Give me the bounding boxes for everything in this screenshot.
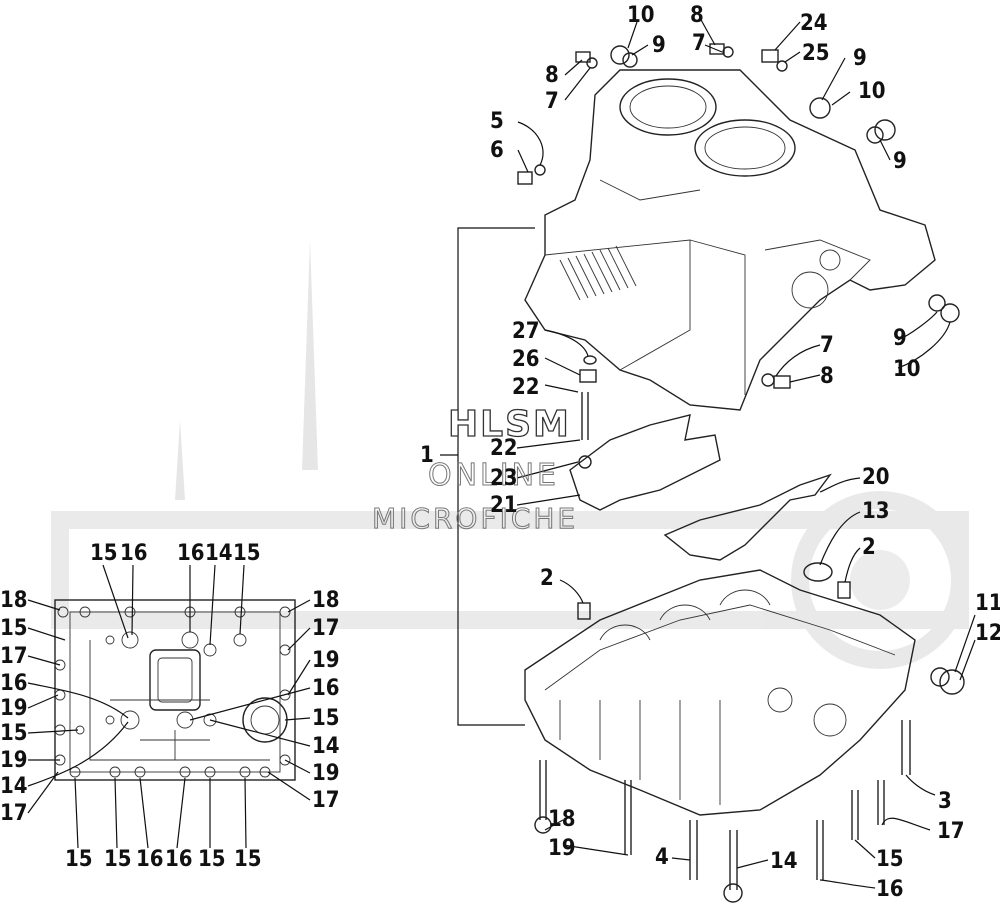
callout-18: 18 <box>548 807 576 832</box>
callout-18: 18 <box>0 588 28 613</box>
callout-15: 15 <box>198 847 226 872</box>
callout-15: 15 <box>90 541 118 566</box>
callout-15: 15 <box>104 847 132 872</box>
callout-8: 8 <box>690 3 704 28</box>
callout-23: 23 <box>490 466 518 491</box>
callout-1: 1 <box>420 443 434 468</box>
callout-19: 19 <box>548 836 576 861</box>
callout-24: 24 <box>800 11 828 36</box>
callout-18: 18 <box>312 588 340 613</box>
callout-8: 8 <box>545 63 559 88</box>
callout-5: 5 <box>490 109 504 134</box>
callout-12: 12 <box>975 621 1000 646</box>
callout-15: 15 <box>0 616 28 641</box>
upper-crankcase <box>524 69 936 411</box>
callout-16: 16 <box>876 877 904 902</box>
callout-4: 4 <box>655 845 669 870</box>
callout-9: 9 <box>652 33 666 58</box>
callout-19: 19 <box>0 696 28 721</box>
callout-19: 19 <box>312 761 340 786</box>
callout-27: 27 <box>512 319 540 344</box>
callout-16: 16 <box>165 847 193 872</box>
callout-2: 2 <box>540 566 554 591</box>
callout-22: 22 <box>490 436 518 461</box>
callout-7: 7 <box>692 31 706 56</box>
watermark: HLSM ONLINE MICROFICHE <box>372 403 578 535</box>
callout-13: 13 <box>862 499 890 524</box>
leader-lines <box>440 17 976 889</box>
callout-11: 11 <box>975 591 1000 616</box>
callout-14: 14 <box>0 774 28 799</box>
watermark-line1: HLSM <box>448 404 571 445</box>
callout-9: 9 <box>893 326 907 351</box>
callout-7: 7 <box>545 89 559 114</box>
callout-2: 2 <box>862 535 876 560</box>
callout-20: 20 <box>862 465 890 490</box>
callout-10: 10 <box>893 357 921 382</box>
callout-9: 9 <box>853 46 867 71</box>
callout-17: 17 <box>0 801 28 826</box>
callout-22: 22 <box>512 375 540 400</box>
lower-crankcase <box>524 569 916 816</box>
callout-8: 8 <box>820 364 834 389</box>
callout-14: 14 <box>205 541 233 566</box>
callout-21: 21 <box>490 493 518 518</box>
callout-15: 15 <box>65 847 93 872</box>
callout-16: 16 <box>312 676 340 701</box>
inset-leader-lines <box>27 564 311 849</box>
callout-15: 15 <box>876 847 904 872</box>
callout-10: 10 <box>858 79 886 104</box>
oil-strainer-plates <box>569 414 832 561</box>
callout-3: 3 <box>938 789 952 814</box>
callout-15: 15 <box>0 721 28 746</box>
callout-15: 15 <box>234 847 262 872</box>
hardware-parts <box>517 43 965 903</box>
callout-14: 14 <box>312 734 340 759</box>
callout-19: 19 <box>312 648 340 673</box>
callout-17: 17 <box>312 788 340 813</box>
callout-16: 16 <box>0 671 28 696</box>
callout-17: 17 <box>312 616 340 641</box>
callout-15: 15 <box>312 706 340 731</box>
callout-7: 7 <box>820 333 834 358</box>
callout-9: 9 <box>893 149 907 174</box>
watermark-line2: ONLINE <box>428 458 559 493</box>
callout-19: 19 <box>0 748 28 773</box>
callout-17: 17 <box>0 644 28 669</box>
callout-25: 25 <box>802 41 830 66</box>
callout-labels: 10 9 8 7 24 25 8 7 9 10 9 5 6 27 26 22 7… <box>0 3 1000 902</box>
bottom-view-inset <box>54 599 296 781</box>
callout-26: 26 <box>512 347 540 372</box>
callout-6: 6 <box>490 138 504 163</box>
callout-16: 16 <box>177 541 205 566</box>
watermark-line3: MICROFICHE <box>372 502 578 535</box>
callout-15: 15 <box>233 541 261 566</box>
callout-10: 10 <box>627 3 655 28</box>
callout-17: 17 <box>937 819 965 844</box>
callout-16: 16 <box>136 847 164 872</box>
callout-14: 14 <box>770 849 798 874</box>
background-decoration <box>51 240 969 669</box>
callout-16: 16 <box>120 541 148 566</box>
assembly-bracket <box>457 227 535 726</box>
